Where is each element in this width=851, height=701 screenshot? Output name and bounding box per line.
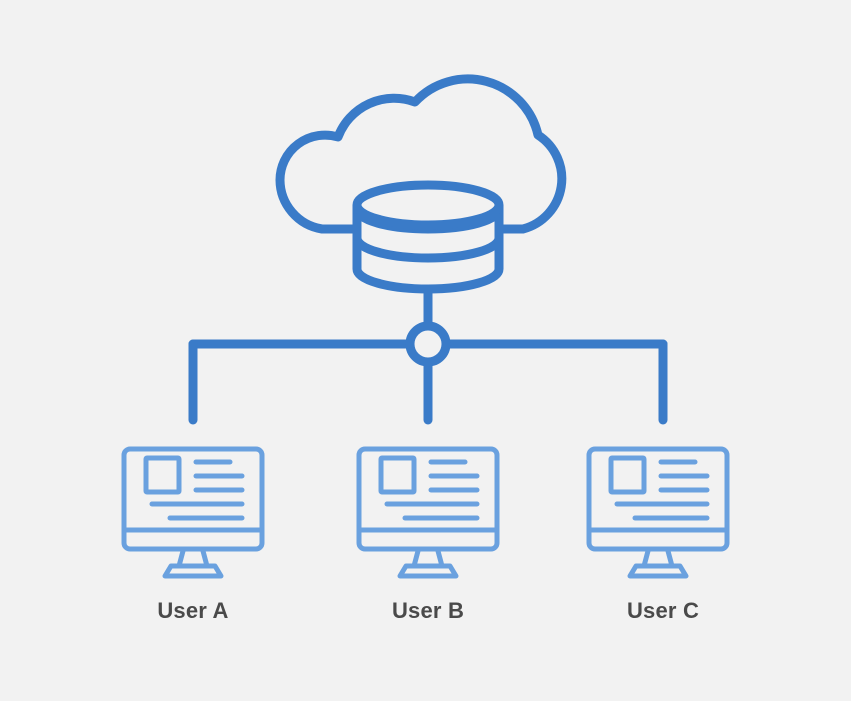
- user-c-label: User C: [626, 598, 700, 623]
- user-c-monitor-icon: [586, 446, 730, 579]
- user-a-monitor-icon: [121, 446, 265, 579]
- user-a-label: User A: [157, 598, 229, 623]
- hub-node: [405, 321, 451, 367]
- network-connectors: [188, 285, 668, 425]
- user-b-label: User B: [391, 598, 465, 623]
- user-b-monitor-icon: [356, 446, 500, 579]
- database-icon: [352, 180, 504, 294]
- cloud-icon: [275, 74, 567, 234]
